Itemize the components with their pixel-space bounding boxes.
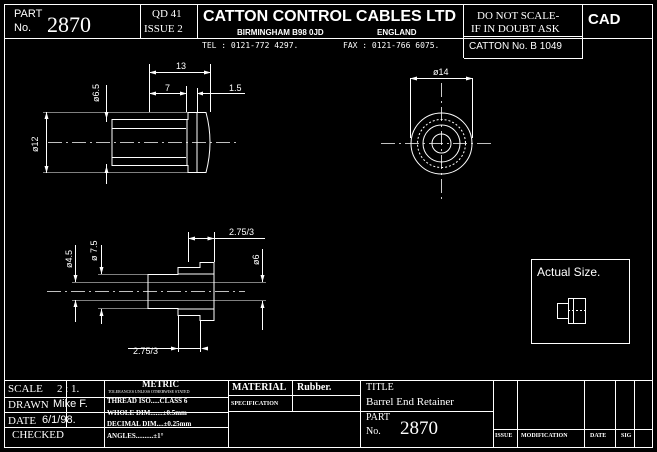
company-name: CATTON CONTROL CABLES LTD <box>203 8 457 25</box>
side-view-arrows <box>44 70 211 173</box>
header-issue: ISSUE 2 <box>144 23 183 35</box>
side-view <box>43 64 245 184</box>
header-no-label: No. <box>14 22 32 34</box>
dim-dia-4-5: ø4.5 <box>64 249 74 268</box>
company-city: BIRMINGHAM B98 0JD <box>237 28 324 37</box>
dim-dia-12: ø12 <box>30 136 40 152</box>
company-fax: FAX : 0121-766 6075. <box>343 41 440 50</box>
title-part-number: 2870 <box>400 418 438 439</box>
title-block-grid <box>4 380 652 447</box>
drawn-label: DRAWN <box>8 399 49 411</box>
material-label: MATERIAL <box>232 382 287 393</box>
date-label: DATE <box>8 415 37 427</box>
end-view <box>381 78 495 200</box>
dim-2-75-top: 2.75/3 <box>229 227 255 237</box>
dim-dia-6-5: ø6.5 <box>91 83 101 102</box>
actual-size-box <box>531 259 630 344</box>
checked-label: CHECKED <box>12 429 64 441</box>
drawn-value: Mike F. <box>53 398 88 410</box>
dim-dia-14: ø14 <box>433 67 449 77</box>
tolerance-whole: WHOLE DIM.......±0.5mm <box>107 409 187 417</box>
metric-label: METRIC <box>142 379 180 389</box>
rev-modification-header: MODIFICATION <box>521 433 568 439</box>
do-not-scale-line1: DO NOT SCALE- <box>477 10 560 22</box>
rev-sig-header: SIG <box>621 433 632 439</box>
dim-dia-7-5: ø 7.5 <box>89 240 99 261</box>
section-view <box>47 232 266 352</box>
dim-2-75-bottom: 2.75/3 <box>133 346 159 356</box>
dim-dia-6: ø6 <box>251 254 261 265</box>
title-part-label: PART <box>366 412 391 423</box>
header-grid <box>4 4 652 59</box>
title-no-label: No. <box>366 426 381 437</box>
header-part-label: PART <box>14 8 43 20</box>
dim-1-5: 1.5 <box>229 83 242 93</box>
header-part-number: 2870 <box>47 12 91 37</box>
drawing-frame <box>4 4 653 448</box>
rev-issue-header: ISSUE <box>495 433 513 439</box>
actual-size-label: Actual Size. <box>537 265 601 279</box>
scale-value: 2 : 1. <box>57 383 80 395</box>
specification-label: SPECIFICATION <box>231 401 279 407</box>
metric-note: TOLERANCES UNLESS OTHERWISE STATED <box>108 389 190 394</box>
title-value: Barrel End Retainer <box>366 396 454 408</box>
rev-date-header: DATE <box>590 433 607 439</box>
company-tel: TEL : 0121-772 4297. <box>202 41 299 50</box>
company-country: ENGLAND <box>377 28 417 37</box>
cad-label: CAD <box>588 11 621 28</box>
tolerance-angles: ANGLES..........±1° <box>107 432 164 440</box>
title-label: TITLE <box>366 382 394 393</box>
scale-label: SCALE <box>8 383 43 395</box>
date-value: 6/1/98. <box>42 414 76 426</box>
catton-number: CATTON No. B 1049 <box>469 41 562 52</box>
dim-7: 7 <box>165 83 171 93</box>
material-value: Rubber. <box>297 382 332 393</box>
header-qd-code: QD 41 <box>152 8 182 20</box>
tolerance-decimal: DECIMAL DIM....±0.25mm <box>107 420 192 428</box>
section-view-arrows <box>73 236 265 351</box>
dim-13: 13 <box>176 61 187 71</box>
do-not-scale-line2: IF IN DOUBT ASK <box>471 23 560 35</box>
tolerance-thread: THREAD ISO.....CLASS 6 <box>107 397 188 405</box>
